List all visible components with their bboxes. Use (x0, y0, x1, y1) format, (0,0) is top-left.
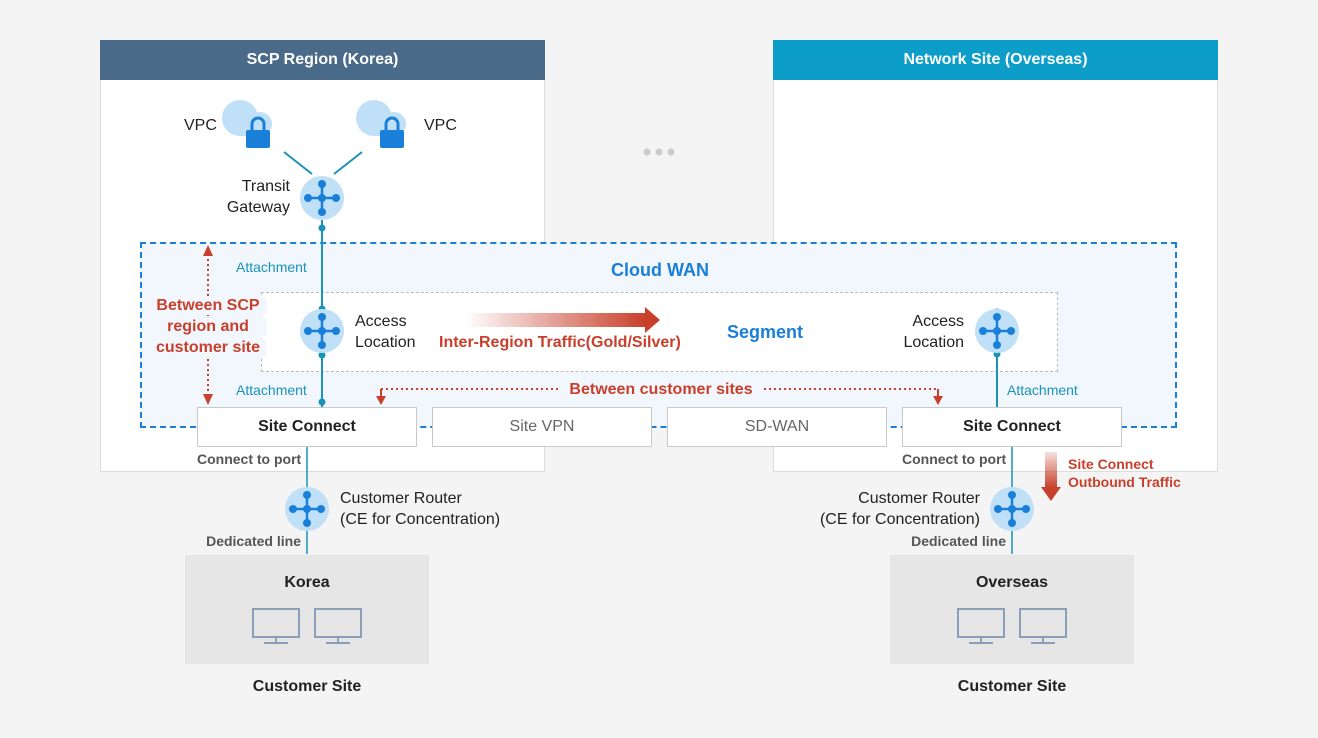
transit-gateway-icon (298, 174, 346, 222)
customer-router-right-1: Customer Router (858, 490, 980, 507)
outbound-traffic-label-1: Site Connect (1068, 456, 1154, 472)
customer-site-korea: Korea (185, 555, 429, 664)
customer-site-overseas: Overseas (890, 555, 1134, 664)
cloud-wan-title: Cloud WAN (611, 260, 709, 280)
connect-to-port-right: Connect to port (902, 451, 1007, 467)
access-location-right-icon (973, 307, 1021, 355)
vpc-left-icon (220, 98, 274, 150)
customer-site-overseas-name: Overseas (975, 574, 1049, 591)
vpc-right-icon (354, 98, 408, 150)
attachment-top-left: Attachment (236, 259, 307, 275)
monitor-icon (957, 608, 1005, 644)
customer-site-korea-name: Korea (284, 574, 330, 591)
dedicated-line-left: Dedicated line (206, 533, 301, 549)
access-location-left-1: Access (355, 313, 407, 330)
site-connect-right-box[interactable]: Site Connect (902, 407, 1122, 447)
scp-region-title: SCP Region (Korea) (246, 51, 399, 68)
vpc-right-label: VPC (424, 117, 457, 134)
customer-site-overseas-caption: Customer Site (957, 678, 1067, 695)
transit-gateway-label-1: Transit (241, 178, 290, 195)
customer-site-korea-caption: Customer Site (252, 678, 362, 695)
monitor-icon (314, 608, 362, 644)
customer-router-right-icon (988, 485, 1036, 533)
outbound-traffic-label-2: Outbound Traffic (1068, 474, 1181, 490)
site-vpn-box[interactable]: Site VPN (432, 407, 652, 447)
customer-router-right-2: (CE for Concentration) (819, 511, 980, 528)
attachment-bottom-right: Attachment (1007, 382, 1078, 398)
access-location-right-1: Access (912, 313, 964, 330)
network-site-title: Network Site (Overseas) (903, 51, 1088, 68)
access-location-left-icon (298, 307, 346, 355)
transit-gateway-label-2: Gateway (226, 199, 290, 216)
between-scp-label-2: region and (150, 318, 266, 336)
ellipsis-icon (643, 148, 675, 156)
customer-router-left-2: (CE for Concentration) (340, 511, 501, 528)
site-connect-left-box[interactable]: Site Connect (197, 407, 417, 447)
connect-to-port-left: Connect to port (197, 451, 302, 467)
network-site-header: Network Site (Overseas) (773, 40, 1218, 80)
between-scp-label-3: customer site (150, 339, 266, 357)
customer-router-left-1: Customer Router (340, 490, 462, 507)
dedicated-line-right: Dedicated line (911, 533, 1006, 549)
access-location-left-2: Location (355, 334, 416, 351)
customer-router-left-icon (283, 485, 331, 533)
monitor-icon (1019, 608, 1067, 644)
monitor-icon (252, 608, 300, 644)
scp-region-header: SCP Region (Korea) (100, 40, 545, 80)
monitor-icon-group (252, 608, 362, 644)
between-scp-label-1: Between SCP (150, 297, 266, 315)
inter-region-traffic-label: Inter-Region Traffic(Gold/Silver) (439, 334, 681, 351)
sd-wan-box[interactable]: SD-WAN (667, 407, 887, 447)
vpc-left-label: VPC (184, 117, 217, 134)
segment-box (261, 292, 1058, 372)
segment-label: Segment (726, 322, 804, 342)
attachment-bottom-left: Attachment (236, 382, 307, 398)
monitor-icon-group (957, 608, 1067, 644)
between-customer-sites-label: Between customer sites (569, 381, 753, 398)
access-location-right-2: Location (903, 334, 965, 351)
